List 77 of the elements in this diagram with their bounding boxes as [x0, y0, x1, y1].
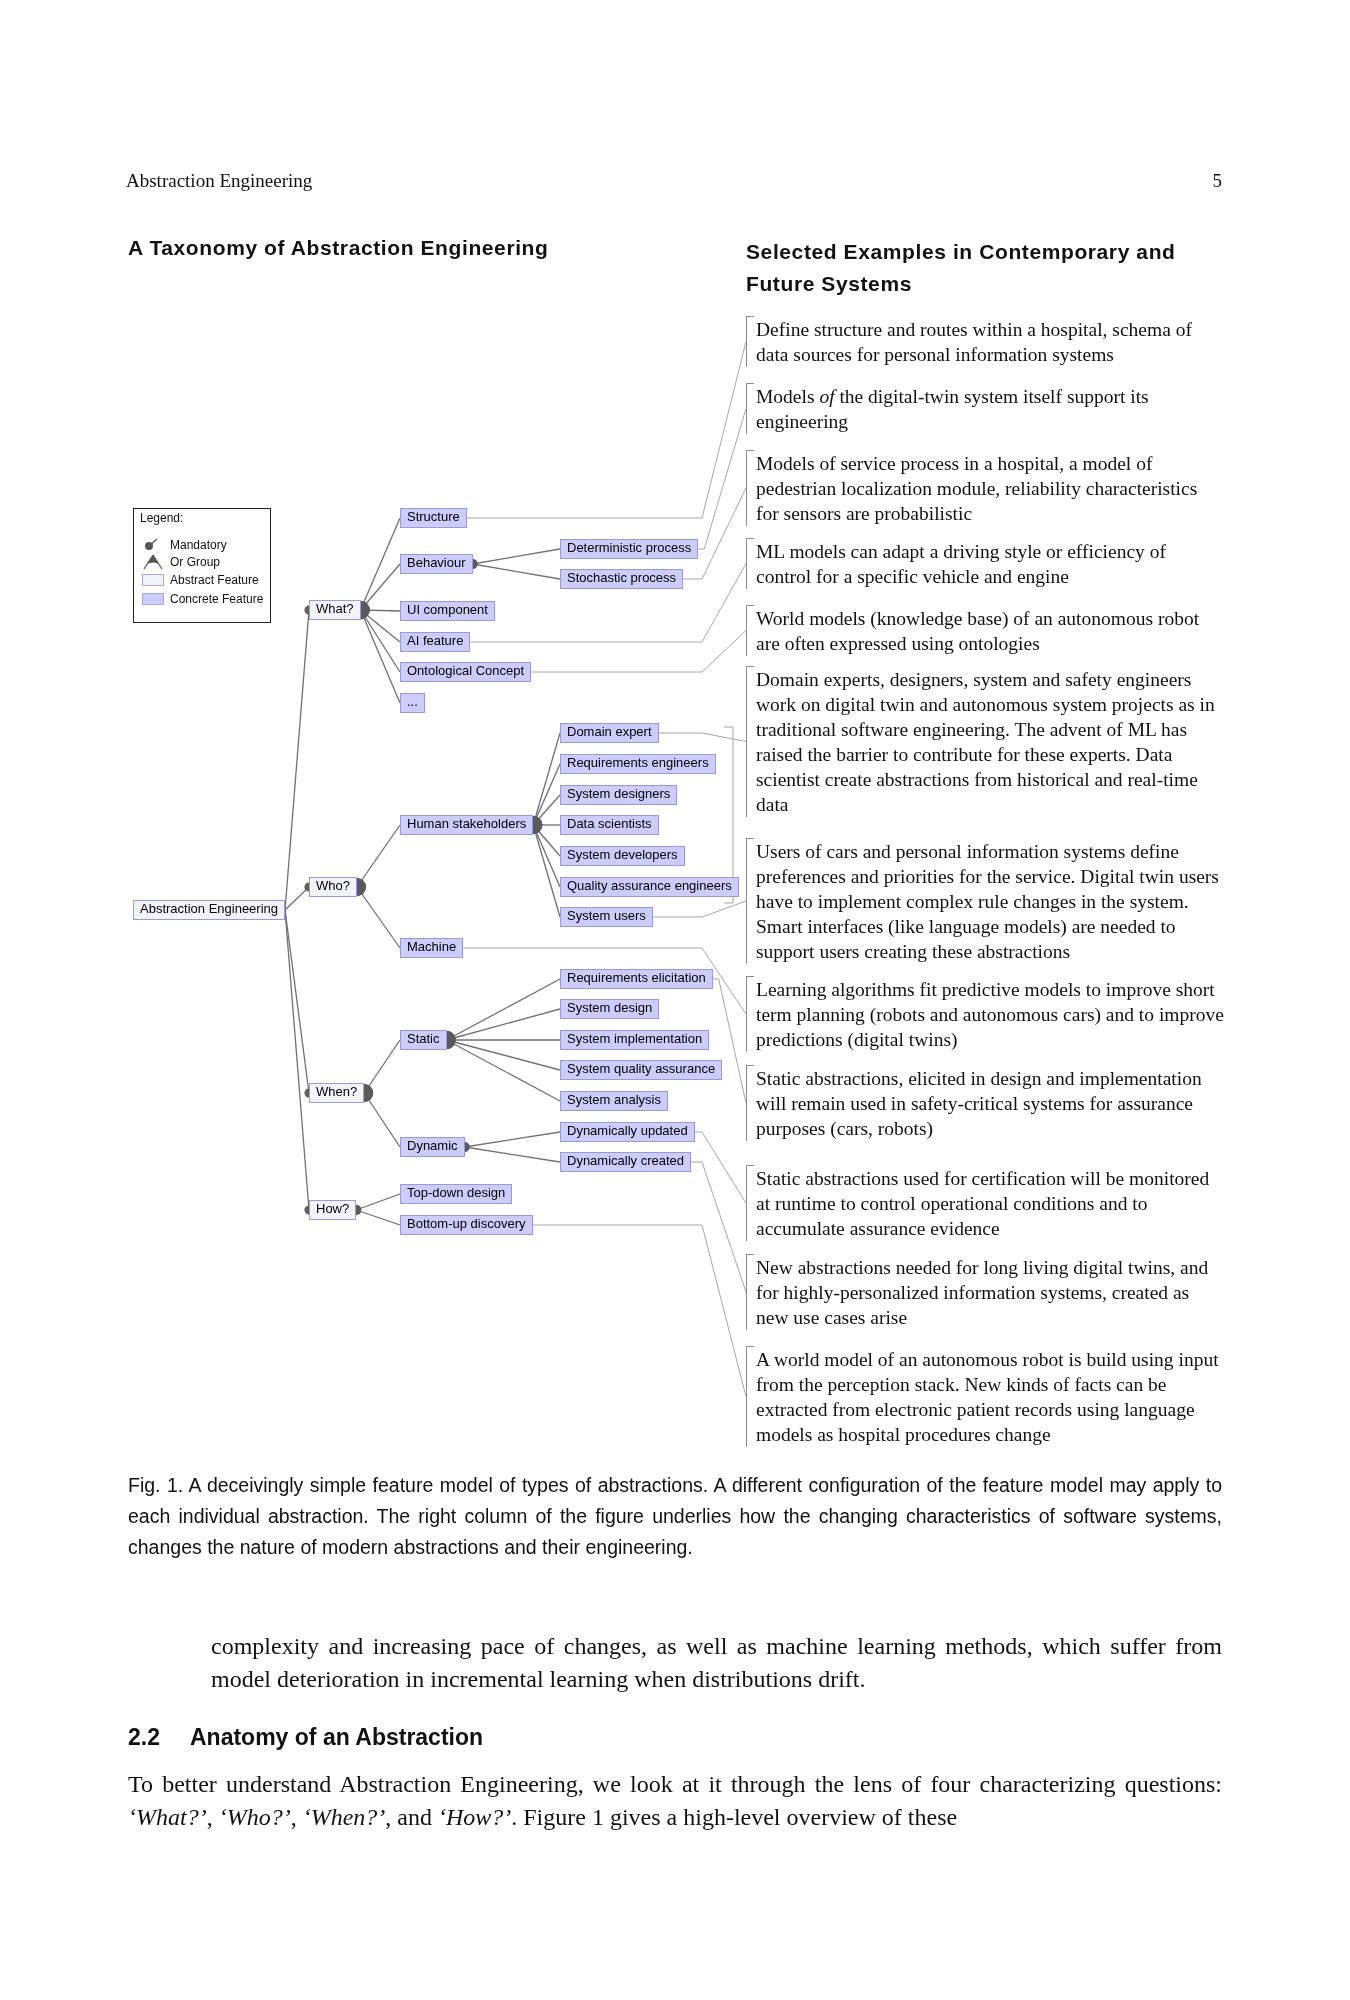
concrete-feature: Requirements engineers — [560, 754, 716, 774]
legend-label: Concrete Feature — [170, 591, 264, 607]
leader-line — [532, 1224, 747, 1397]
column-heading: Selected Examples in Contemporary and Future Systems — [746, 239, 1177, 297]
example-text: World models (knowledge base) of an autonomous robot are often expressed using ontologies — [756, 607, 1201, 656]
tree-connector — [463, 1142, 561, 1163]
example-text: Models of the digital-twin system itself support its engineering — [756, 385, 1150, 434]
tree-connector — [532, 816, 561, 918]
leader-line — [694, 1131, 747, 1204]
concrete-feature: Ontological Concept — [400, 662, 532, 682]
tree-connector — [356, 878, 401, 949]
abstract-feature: Who? — [309, 877, 357, 897]
concrete-feature: Data scientists — [560, 815, 659, 835]
example-text: Static abstractions, elicited in design and implementation will remain used in safety-critical systems for assurance purposes (cars, robots) — [756, 1067, 1203, 1141]
concrete-feature: Quality assurance engineers — [560, 877, 739, 897]
concrete-feature: UI component — [400, 601, 495, 621]
body-paragraph: To better understand Abstraction Engineering, we look at it through the lens of four characterizing questions: ‘What?’, ‘Who?’, ‘When?’, and ‘How?’. Figure 1 gives a high-level overview of these — [128, 1770, 1222, 1832]
section-heading: Anatomy of an Abstraction — [190, 1724, 484, 1751]
abstract-feature: When? — [309, 1083, 365, 1103]
concrete-feature: System design — [560, 999, 660, 1019]
example-text: Static abstractions used for certification will be monitored at runtime to control operational conditions and to accumulate assurance evidence — [756, 1167, 1211, 1241]
concrete-feature: System implementation — [560, 1030, 710, 1050]
tree-connector — [471, 559, 561, 580]
concrete-feature: Machine — [400, 938, 464, 958]
example-text: ML models can adapt a driving style or efficiency of control for a specific vehicle and engine — [756, 540, 1167, 589]
legend-label: Abstract Feature — [170, 572, 259, 588]
leader-line — [712, 978, 747, 1104]
figure-caption: Fig. 1. A deceivingly simple feature model of types of abstractions. A different configuration of the feature model may apply to each individual abstraction. The right column of the figure underlies how the changing characteristics of software systems, changes the nature of modern abstractions and their engineering. — [128, 1473, 1222, 1560]
page-number: 5 — [1211, 170, 1222, 192]
concrete-feature: ... — [400, 693, 425, 713]
body-paragraph: complexity and increasing pace of changes, as well as machine learning methods, which suffer from model deterioration in incremental learning when distributions drift. — [211, 1632, 1222, 1694]
leader-line — [652, 900, 747, 918]
concrete-feature: Bottom-up discovery — [400, 1215, 533, 1235]
concrete-feature: AI feature — [400, 632, 471, 652]
abstract-feature: Abstraction Engineering — [133, 900, 286, 920]
section-number: 2.2 — [128, 1724, 160, 1751]
concrete-feature: Dynamically created — [560, 1152, 692, 1172]
column-heading: A Taxonomy of Abstraction Engineering — [128, 236, 549, 260]
concrete-feature: System quality assurance — [560, 1060, 723, 1080]
example-text: Define structure and routes within a hospital, schema of data sources for personal information systems — [756, 318, 1193, 367]
concrete-feature: Domain expert — [560, 723, 659, 743]
example-text: Learning algorithms fit predictive models to improve short term planning (robots and autonomous cars) and to improve predictions (digital twins) — [756, 978, 1224, 1052]
legend-label: Or Group — [170, 554, 220, 570]
legend-label: Mandatory — [170, 537, 227, 553]
leader-line — [658, 726, 747, 904]
leader-line — [682, 487, 747, 580]
leader-line — [530, 630, 747, 673]
concrete-feature: Top-down design — [400, 1184, 513, 1204]
concrete-feature: System designers — [560, 785, 678, 805]
leader-line — [697, 408, 747, 550]
abstract-feature: How? — [309, 1200, 357, 1220]
leader-line — [690, 1161, 747, 1293]
concrete-feature: Dynamically updated — [560, 1122, 695, 1142]
abstract-feature: What? — [309, 600, 361, 620]
concrete-feature: Static — [400, 1030, 447, 1050]
tree-connector — [363, 1084, 401, 1148]
leader-line — [469, 563, 747, 643]
example-text: New abstractions needed for long living digital twins, and for highly-personalized information systems, created as new use cases arise — [756, 1256, 1210, 1330]
example-text: Users of cars and personal information systems define preferences and priorities for the service. Digital twin users have to implement complex rule changes in the system. Smart interfaces (like language models) are needed to support users creating these abstractions — [756, 840, 1220, 964]
concrete-feature: System analysis — [560, 1091, 668, 1111]
concrete-feature: Stochastic process — [560, 569, 684, 589]
example-text: Models of service process in a hospital, a model of pedestrian localization module, reliability characteristics for sensors are probabilistic — [756, 452, 1199, 526]
concrete-feature: Structure — [400, 508, 467, 528]
example-text: Domain experts, designers, system and safety engineers work on digital twin and autonomous system projects as in traditional software engineering. The advent of ML has raised the barrier to contribute for these experts. Data scientist create abstractions from historical and real-time data — [756, 668, 1216, 817]
running-header: Abstraction Engineering — [126, 170, 313, 192]
concrete-feature: Deterministic process — [560, 539, 699, 559]
concrete-feature: System users — [560, 907, 653, 927]
leader-line — [462, 947, 747, 1015]
concrete-feature: Requirements elicitation — [560, 969, 713, 989]
leader-line — [466, 341, 747, 519]
concrete-feature: Human stakeholders — [400, 815, 534, 835]
tree-connector — [355, 1205, 401, 1226]
concrete-feature: System developers — [560, 846, 685, 866]
example-text: A world model of an autonomous robot is build using input from the perception stack. New kinds of facts can be extracted from electronic patient records using language models as hospital procedures change — [756, 1348, 1220, 1447]
legend-title: Legend: — [140, 511, 184, 525]
concrete-feature: Behaviour — [400, 554, 473, 574]
concrete-feature: Dynamic — [400, 1137, 465, 1157]
